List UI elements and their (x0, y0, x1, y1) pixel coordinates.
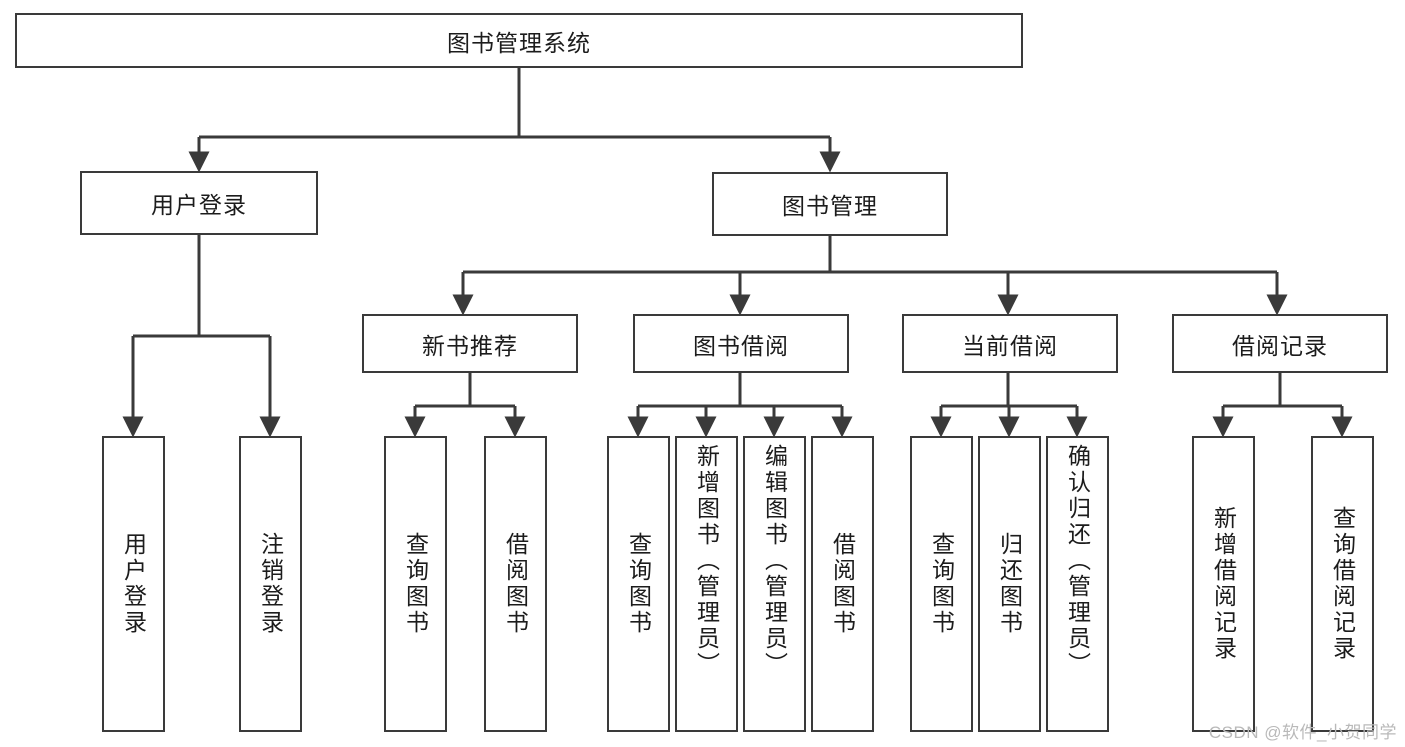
leaf-query-record-label: 查询借阅记录 (1329, 506, 1356, 662)
leaf-add-book-label: 新增图书（管理员） (693, 444, 720, 678)
node-current-borrow-label: 当前借阅 (962, 332, 1058, 359)
leaf-borrow-book-1-label: 借阅图书 (502, 532, 529, 636)
node-current-borrow[interactable]: 当前借阅 (902, 314, 1118, 373)
leaf-add-record-label: 新增借阅记录 (1210, 506, 1237, 662)
leaf-query-book-1[interactable]: 查询图书 (384, 436, 447, 732)
leaf-user-login-label: 用户登录 (120, 532, 147, 636)
leaf-add-book[interactable]: 新增图书（管理员） (675, 436, 738, 732)
node-user-login[interactable]: 用户登录 (80, 171, 318, 235)
leaf-query-book-1-label: 查询图书 (402, 532, 429, 636)
leaf-logout-label: 注销登录 (257, 532, 284, 636)
leaf-add-record[interactable]: 新增借阅记录 (1192, 436, 1255, 732)
leaf-borrow-book-2-label: 借阅图书 (829, 532, 856, 636)
leaf-borrow-book-1[interactable]: 借阅图书 (484, 436, 547, 732)
leaf-borrow-book-2[interactable]: 借阅图书 (811, 436, 874, 732)
node-borrow-record[interactable]: 借阅记录 (1172, 314, 1388, 373)
node-root-label: 图书管理系统 (447, 29, 591, 56)
node-root[interactable]: 图书管理系统 (15, 13, 1023, 68)
leaf-edit-book-label: 编辑图书（管理员） (761, 444, 788, 678)
node-book-manage[interactable]: 图书管理 (712, 172, 948, 236)
leaf-query-book-3-label: 查询图书 (928, 532, 955, 636)
leaf-return-book[interactable]: 归还图书 (978, 436, 1041, 732)
node-new-book-rec-label: 新书推荐 (422, 332, 518, 359)
node-new-book-rec[interactable]: 新书推荐 (362, 314, 578, 373)
leaf-user-login[interactable]: 用户登录 (102, 436, 165, 732)
leaf-query-record[interactable]: 查询借阅记录 (1311, 436, 1374, 732)
leaf-query-book-2[interactable]: 查询图书 (607, 436, 670, 732)
leaf-edit-book[interactable]: 编辑图书（管理员） (743, 436, 806, 732)
leaf-logout[interactable]: 注销登录 (239, 436, 302, 732)
leaf-confirm-return[interactable]: 确认归还（管理员） (1046, 436, 1109, 732)
node-user-login-label: 用户登录 (151, 192, 247, 218)
leaf-query-book-3[interactable]: 查询图书 (910, 436, 973, 732)
leaf-return-book-label: 归还图书 (996, 532, 1023, 636)
leaf-confirm-return-label: 确认归还（管理员） (1064, 444, 1091, 678)
node-borrow-record-label: 借阅记录 (1232, 332, 1328, 359)
node-book-borrow-label: 图书借阅 (693, 332, 789, 359)
node-book-manage-label: 图书管理 (782, 193, 878, 219)
leaf-query-book-2-label: 查询图书 (625, 532, 652, 636)
watermark: CSDN @软件_小贺同学 (1208, 723, 1397, 742)
node-book-borrow[interactable]: 图书借阅 (633, 314, 849, 373)
